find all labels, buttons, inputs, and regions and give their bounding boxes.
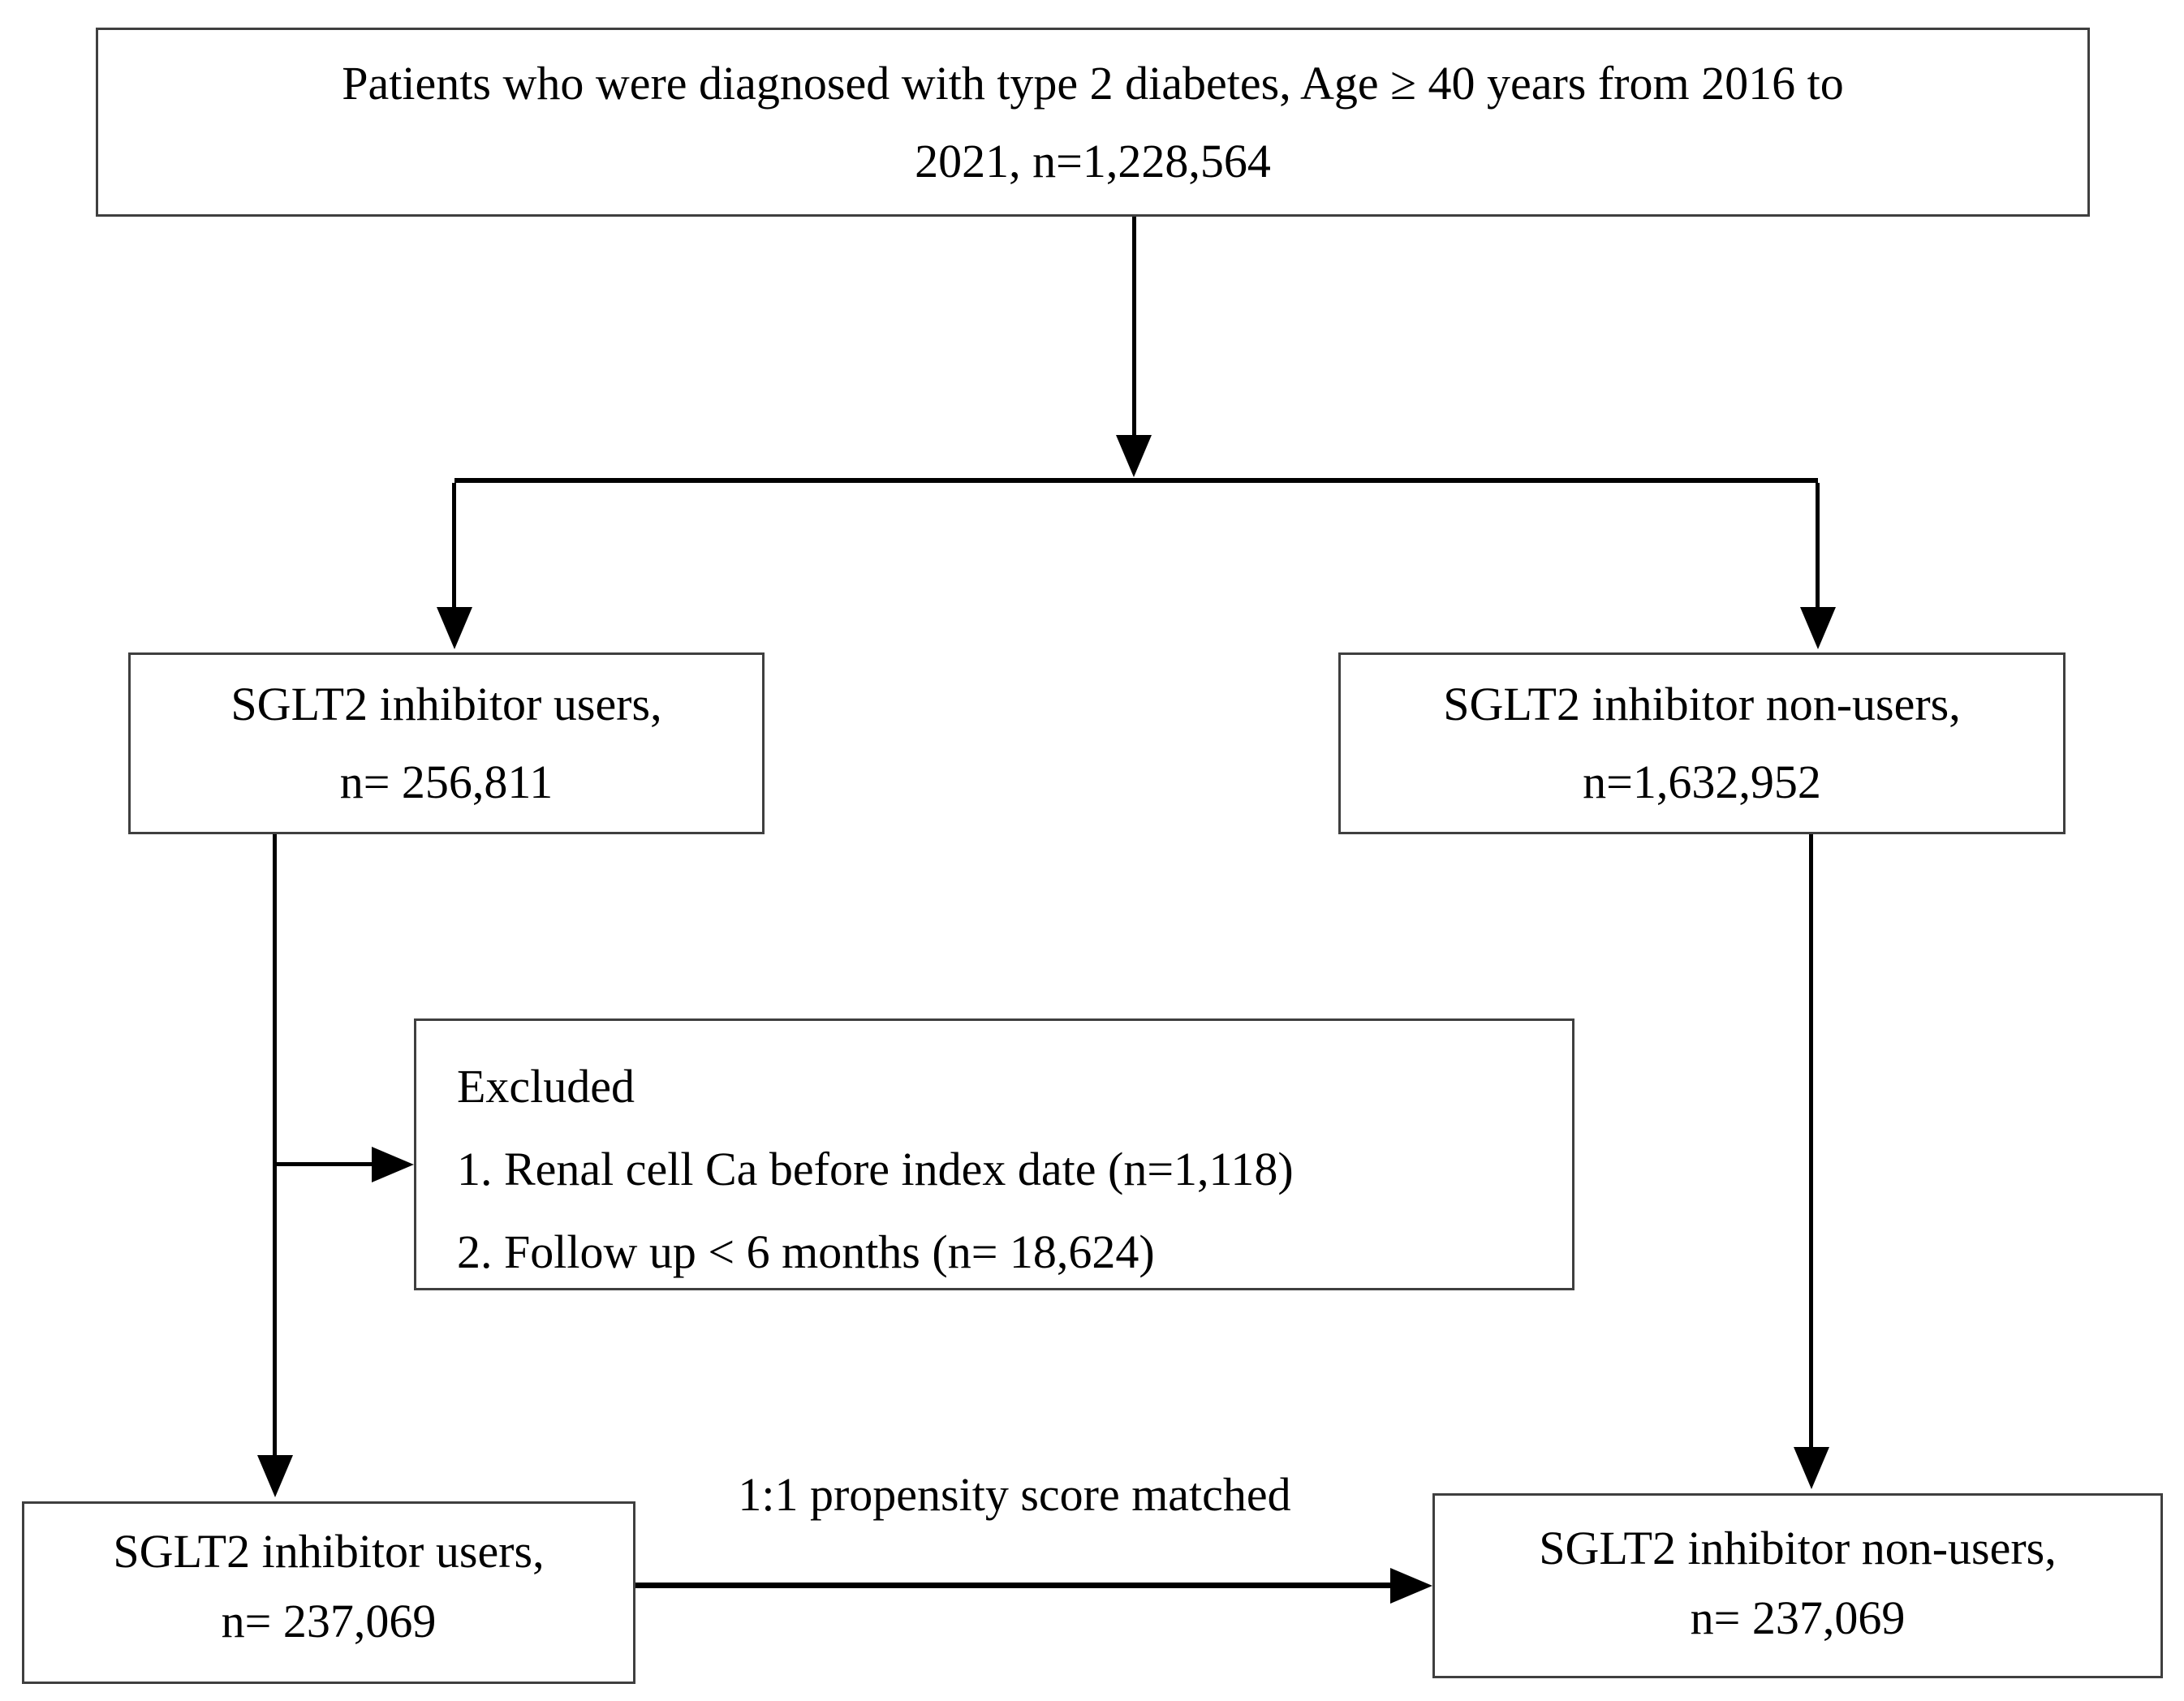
- excluded-item-1: 1. Renal cell Ca before index date (n=1,…: [457, 1143, 1294, 1195]
- excluded-arrowhead-icon: [372, 1147, 414, 1182]
- users-branch-line: [452, 483, 456, 609]
- nonusers-branch-line: [1816, 483, 1820, 609]
- matched-users-count: n= 237,069: [221, 1595, 437, 1647]
- users-branch-arrowhead-icon: [437, 607, 472, 649]
- nonusers-branch-arrowhead-icon: [1800, 607, 1836, 649]
- match-arrowhead-icon: [1390, 1568, 1432, 1604]
- nonusers-to-matched-line: [1809, 834, 1813, 1449]
- sglt2-nonusers-text: SGLT2 inhibitor non-users, n=1,632,952: [1341, 665, 2063, 821]
- initial-cohort-line2: 2021, n=1,228,564: [915, 134, 1271, 187]
- stem-arrowhead-icon: [1116, 435, 1152, 477]
- matched-nonusers-count: n= 237,069: [1690, 1591, 1906, 1644]
- sglt2-users-text: SGLT2 inhibitor users, n= 256,811: [131, 665, 762, 821]
- sglt2-users-label: SGLT2 inhibitor users,: [230, 678, 662, 730]
- excluded-item-2: 2. Follow up < 6 months (n= 18,624): [457, 1225, 1155, 1278]
- sglt2-nonusers-box: SGLT2 inhibitor non-users, n=1,632,952: [1338, 652, 2066, 834]
- matched-users-label: SGLT2 inhibitor users,: [113, 1525, 545, 1578]
- nonusers-to-matched-arrowhead-icon: [1794, 1447, 1829, 1489]
- sglt2-nonusers-count: n=1,632,952: [1583, 756, 1821, 808]
- users-to-matched-arrowhead-icon: [257, 1455, 293, 1497]
- matched-nonusers-box: SGLT2 inhibitor non-users, n= 237,069: [1432, 1493, 2163, 1678]
- sglt2-users-count: n= 256,811: [339, 756, 554, 808]
- propensity-match-label: 1:1 propensity score matched: [738, 1468, 1291, 1521]
- initial-cohort-text: Patients who were diagnosed with type 2 …: [98, 45, 2087, 200]
- sglt2-users-box: SGLT2 inhibitor users, n= 256,811: [128, 652, 765, 834]
- branch-bar-line: [454, 478, 1818, 483]
- matched-users-box: SGLT2 inhibitor users, n= 237,069: [22, 1501, 635, 1684]
- excluded-connector-line: [275, 1162, 373, 1166]
- excluded-title: Excluded: [457, 1060, 635, 1113]
- users-to-matched-line: [273, 834, 277, 1457]
- initial-cohort-box: Patients who were diagnosed with type 2 …: [96, 28, 2090, 217]
- sglt2-nonusers-label: SGLT2 inhibitor non-users,: [1443, 678, 1961, 730]
- initial-cohort-line1: Patients who were diagnosed with type 2 …: [342, 56, 1844, 110]
- matched-nonusers-label: SGLT2 inhibitor non-users,: [1539, 1522, 2057, 1574]
- stem-connector-line: [1132, 217, 1136, 437]
- match-connector-line: [635, 1583, 1392, 1588]
- excluded-box: Excluded 1. Renal cell Ca before index d…: [414, 1018, 1574, 1290]
